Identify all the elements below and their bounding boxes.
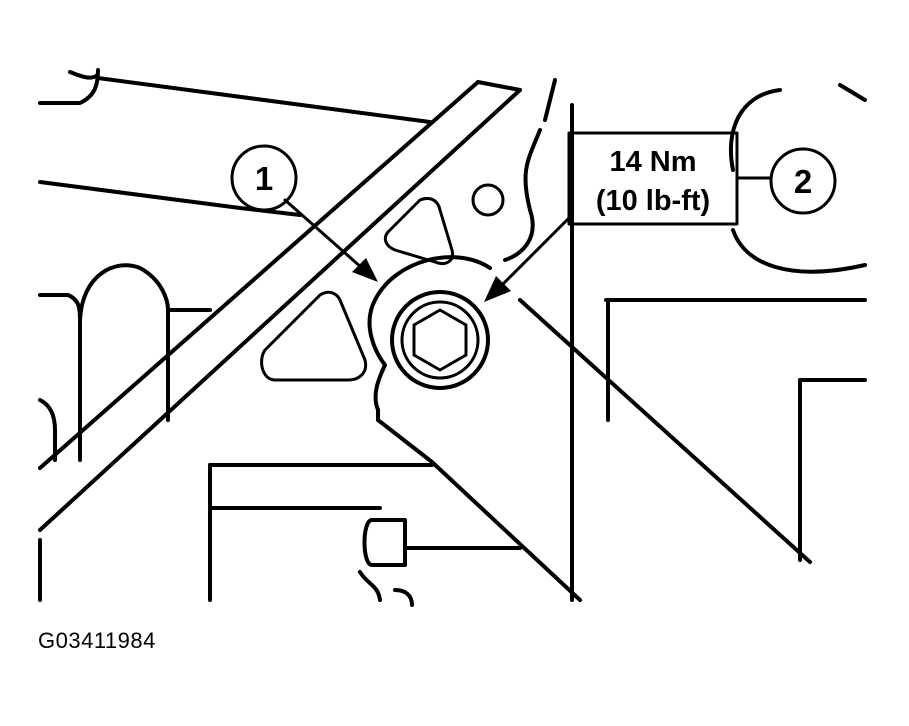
hex-bolt (390, 290, 490, 390)
callout-2-arrowhead (484, 276, 511, 302)
callout-2-leader (500, 216, 571, 287)
callout-2: 14 Nm (10 lb-ft) 2 (484, 131, 837, 302)
callout-1-leader (283, 198, 364, 270)
frame-vertical-lines (503, 78, 867, 602)
spring-clip (367, 255, 492, 412)
diagonal-bracket-arm (38, 80, 522, 532)
triangular-cutout (260, 290, 368, 382)
mounting-hole (471, 183, 505, 217)
bracket-tab (383, 196, 455, 265)
callout-2-label: 2 (794, 163, 812, 200)
callout-1-label: 1 (255, 160, 273, 197)
lower-bracket-arm (376, 298, 812, 602)
left-housing-block (38, 263, 212, 462)
torque-imperial: (10 lb-ft) (596, 185, 710, 217)
callout-2-circle (769, 147, 837, 215)
torque-metric: 14 Nm (609, 146, 696, 178)
lower-housing-box (38, 463, 522, 607)
callout-1: 1 (230, 144, 378, 282)
figure-id: G03411984 (38, 628, 156, 653)
pulley-outline (728, 83, 867, 274)
callout-1-arrowhead (352, 258, 378, 282)
housing-outline-top-left (38, 68, 432, 217)
callout-1-circle (230, 144, 298, 212)
